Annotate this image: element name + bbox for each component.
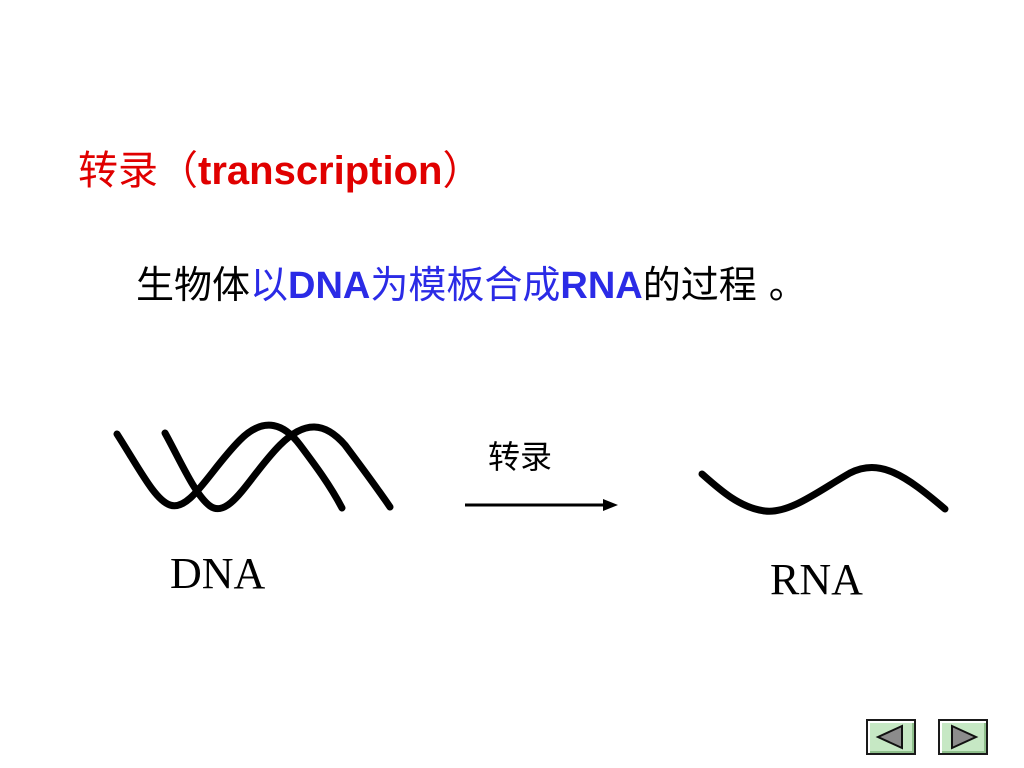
slide-title: 转录（transcription）	[78, 138, 482, 196]
definition-dna: DNA	[288, 265, 371, 307]
dna-label: DNA	[170, 549, 266, 598]
title-close-paren: ）	[442, 148, 483, 194]
dna-strand-2	[161, 423, 394, 512]
rna-strand	[698, 464, 949, 515]
title-chinese: 转录（	[78, 148, 198, 194]
definition-rna: RNA	[560, 265, 643, 307]
triangle-left-icon	[875, 724, 903, 750]
transcription-arrow-head	[603, 499, 618, 511]
previous-slide-button[interactable]	[866, 719, 916, 755]
definition-part-6: 的过程 。	[642, 263, 807, 307]
triangle-right-icon	[951, 724, 979, 750]
arrow-label: 转录	[488, 438, 553, 476]
rna-label: RNA	[770, 555, 863, 604]
dna-strand-1	[113, 421, 346, 512]
definition-part-2: 以	[250, 263, 289, 307]
definition-text: 生物体以DNA为模板合成RNA的过程 。	[136, 254, 807, 309]
definition-part-4: 为模板合成	[370, 263, 561, 307]
next-slide-button[interactable]	[938, 719, 988, 755]
title-english: transcription	[198, 149, 443, 193]
definition-part-1: 生物体	[136, 263, 251, 307]
